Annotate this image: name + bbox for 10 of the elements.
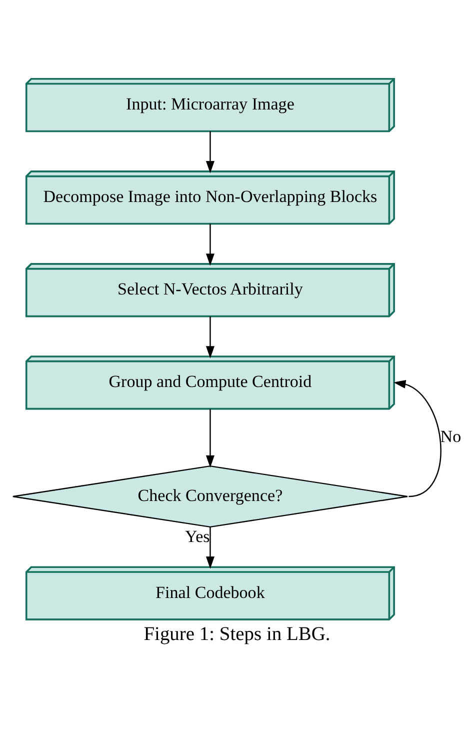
edge-label: No bbox=[440, 426, 462, 446]
arrow bbox=[393, 380, 442, 498]
arrow bbox=[206, 131, 214, 174]
caption: Figure 1: Steps in LBG. bbox=[144, 624, 330, 645]
node-diamond: Check Convergence? bbox=[12, 465, 408, 528]
arrow bbox=[206, 409, 214, 468]
arrow bbox=[206, 527, 214, 569]
arrow bbox=[206, 316, 214, 358]
edge-label: Yes bbox=[185, 527, 210, 546]
arrow bbox=[206, 224, 214, 266]
